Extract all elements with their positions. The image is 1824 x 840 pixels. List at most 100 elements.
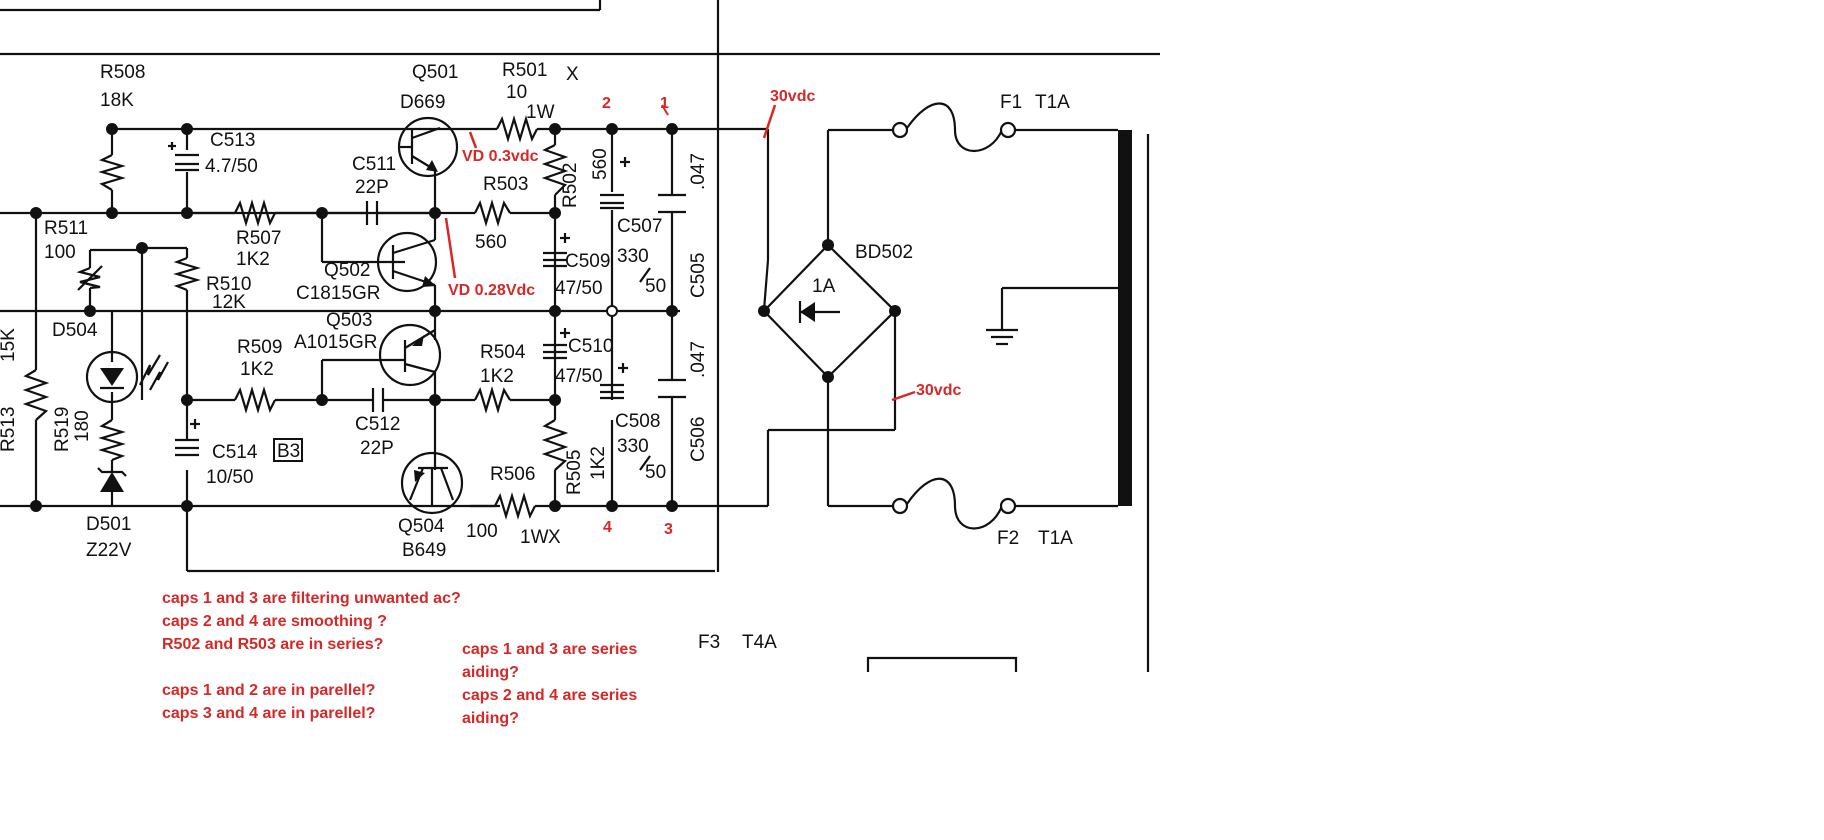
ground-symbol xyxy=(986,328,1018,346)
c507-ref: C507 xyxy=(617,216,662,237)
fuse-f1 xyxy=(891,102,1017,153)
c514-value: 10/50 xyxy=(206,467,254,488)
r519-value: 180 xyxy=(72,410,93,442)
note-right-line: aiding? xyxy=(462,664,519,681)
capacitor-c505 xyxy=(658,193,686,214)
c514-ref: C514 xyxy=(212,442,258,463)
c511-ref: C511 xyxy=(352,154,396,175)
r511-value: 100 xyxy=(44,242,76,263)
vd-q501-label: VD 0.3vdc xyxy=(462,148,539,165)
r508-value: 18K xyxy=(100,90,134,111)
r508-ref: R508 xyxy=(100,62,145,83)
notes-right: caps 1 and 3 are series aiding? caps 2 a… xyxy=(462,641,637,727)
c510-value: 47/50 xyxy=(555,366,603,387)
d504-ref: D504 xyxy=(52,320,98,341)
note-right-line: aiding? xyxy=(462,710,519,727)
resistor-r507 xyxy=(234,199,276,227)
c511-value: 22P xyxy=(355,177,389,198)
f2-rating: T1A xyxy=(1038,528,1073,549)
r505-value: 1K2 xyxy=(588,446,609,480)
transistor-q502 xyxy=(376,231,438,293)
note-right-line: caps 1 and 3 are series xyxy=(462,641,637,658)
r503-value: 560 xyxy=(475,232,507,253)
q503-ref: Q503 xyxy=(326,310,372,331)
bd502-rating: 1A xyxy=(812,276,836,297)
r502-value: 560 xyxy=(590,148,611,180)
vd-q502-label: VD 0.28Vdc xyxy=(448,282,535,299)
r506-value: 100 xyxy=(466,521,498,542)
d501-ref: D501 xyxy=(86,514,131,535)
resistor-r503 xyxy=(474,199,511,227)
d501-part: Z22V xyxy=(86,540,132,561)
f1-ref: F1 xyxy=(1000,92,1022,113)
capacitor-c514 xyxy=(175,419,200,457)
q503-part: A1015GR xyxy=(294,332,377,353)
f1-rating: T1A xyxy=(1035,92,1070,113)
r513-ref: R513 xyxy=(0,407,19,452)
capacitor-c510 xyxy=(543,328,570,360)
vin-bottom-label: 30vdc xyxy=(916,382,961,399)
r501-value: 10 xyxy=(506,82,527,103)
c513-ref: C513 xyxy=(210,130,255,151)
c507-value: 330 xyxy=(617,246,649,267)
note-left-line: R502 and R503 are in series? xyxy=(162,636,383,653)
transformer-core xyxy=(1118,130,1132,506)
resistor-r506 xyxy=(470,492,555,520)
q502-ref: Q502 xyxy=(324,260,370,281)
r501-mark: X xyxy=(566,64,579,85)
c512-ref: C512 xyxy=(355,414,400,435)
zener-d501 xyxy=(97,467,127,492)
r511-ref: R511 xyxy=(44,218,88,239)
r510-ref: R510 xyxy=(206,274,251,295)
resistor-r502 xyxy=(541,144,569,196)
r509-value: 1K2 xyxy=(240,359,274,380)
note-left-line: caps 1 and 2 are in parellel? xyxy=(162,682,375,699)
r507-value: 1K2 xyxy=(236,249,270,270)
c507-volt: 50 xyxy=(645,276,666,297)
note-left-line: caps 2 and 4 are smoothing ? xyxy=(162,613,387,630)
c505-value: .047 xyxy=(688,153,709,190)
fuse-f2 xyxy=(891,477,1017,530)
c514-badge-box xyxy=(273,438,303,462)
resistor-r519 xyxy=(98,419,126,462)
f2-ref: F2 xyxy=(997,528,1019,549)
q504-part: B649 xyxy=(402,540,446,561)
resistor-r505 xyxy=(541,419,569,471)
c508-ref: C508 xyxy=(615,411,660,432)
r504-value: 1K2 xyxy=(480,366,514,387)
c505-ref: C505 xyxy=(688,253,709,298)
r501-ref: R501 xyxy=(502,60,547,81)
wiring xyxy=(0,127,1118,508)
r503-ref: R503 xyxy=(483,174,528,195)
c509-value: 47/50 xyxy=(555,278,603,299)
capacitor-c508 xyxy=(600,363,628,400)
capacitor-c513 xyxy=(168,142,199,172)
r506-ref: R506 xyxy=(490,464,535,485)
red-annotations: 2 1 3 4 30vdc 30vdc VD 0.3vdc VD 0.28Vdc xyxy=(448,88,961,538)
c506-ref: C506 xyxy=(688,417,709,462)
component-labels: R508 18K Q501 D669 R501 X 10 1W C513 4.7… xyxy=(0,60,1073,653)
f3-rating: T4A xyxy=(742,632,777,653)
transistor-q504 xyxy=(400,451,464,515)
r501-power: 1W xyxy=(526,102,555,123)
c512-value: 22P xyxy=(360,438,394,459)
annotation-leaders xyxy=(444,104,916,402)
capacitor-c511 xyxy=(365,201,379,225)
c510-ref: C510 xyxy=(568,336,613,357)
q501-ref: Q501 xyxy=(412,62,458,83)
bridge-rectifier-bd502 xyxy=(762,243,897,379)
transistor-q501 xyxy=(397,116,459,178)
capacitor-c506 xyxy=(658,378,686,399)
resistor-r509 xyxy=(234,386,276,414)
r519-ref: R519 xyxy=(52,407,73,452)
note-left-line: caps 1 and 3 are filtering unwanted ac? xyxy=(162,590,461,607)
resistor-r508 xyxy=(98,154,126,191)
capacitor-c509 xyxy=(543,233,570,268)
capacitor-c512 xyxy=(371,388,385,412)
node-2-label: 2 xyxy=(602,95,611,112)
c508-value: 330 xyxy=(617,436,649,457)
resistor-r511 xyxy=(76,265,103,291)
note-right-line: caps 2 and 4 are series xyxy=(462,687,637,704)
resistor-r510 xyxy=(173,256,201,292)
